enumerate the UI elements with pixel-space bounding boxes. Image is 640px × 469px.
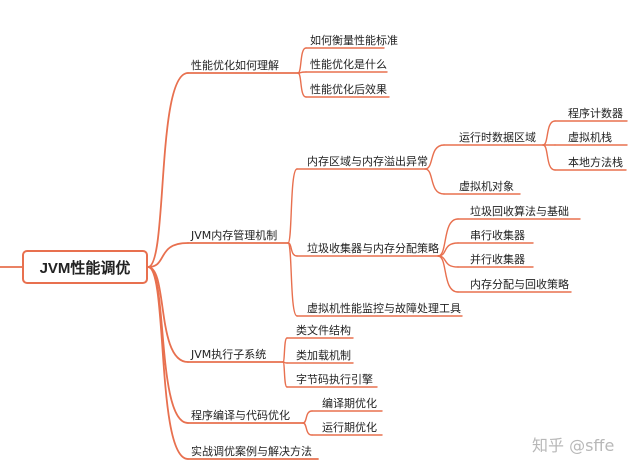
connector-t2-2 [287,242,298,317]
node-runtime-data-area: 运行时数据区域 [459,131,536,144]
connector-t4-0 [302,410,313,424]
connector-runtime-0 [542,120,556,146]
connector-t3-2 [282,361,288,388]
node-vm-objects: 虚拟机对象 [459,180,514,193]
root-node: JVM性能调优 [22,250,148,284]
watermark-text: 知乎 @sffe [532,436,615,455]
node-memory-area-oom: 内存区域与内存溢出异常 [307,155,428,168]
node-compile-time-opt: 编译期优化 [322,397,377,410]
node-what-is-optimization: 性能优化是什么 [310,58,387,71]
connector-runtime-2 [542,144,556,171]
connector-root-t4 [147,266,189,424]
node-bytecode-engine: 字节码执行引擎 [296,373,373,386]
connector-root-t5 [147,266,189,460]
node-optimization-effect: 性能优化后效果 [310,83,387,96]
connector-t3-0 [282,337,288,363]
root-label: JVM性能调优 [39,259,131,277]
connector-root-t1 [147,72,189,268]
node-gc-and-allocation: 垃圾收集器与内存分配策略 [307,242,439,255]
node-vm-stack: 虚拟机栈 [568,131,612,144]
node-class-loading: 类加载机制 [296,349,351,362]
topic-jvm-execution-subsystem: JVM执行子系统 [191,348,267,361]
topic-jvm-memory-management: JVM内存管理机制 [191,229,278,242]
node-class-file-structure: 类文件结构 [296,324,351,337]
connector-t1-2 [297,72,307,98]
node-serial-collector: 串行收集器 [470,229,525,242]
node-allocation-strategy: 内存分配与回收策略 [470,278,569,291]
node-program-counter: 程序计数器 [568,107,623,120]
topic-performance-understanding: 性能优化如何理解 [191,59,279,72]
connector-root-t3 [147,266,189,363]
connector-t4-1 [302,422,313,436]
node-gc-algorithms: 垃圾回收算法与基础 [470,205,569,218]
connector-gc-3 [437,255,459,293]
topic-tuning-cases: 实战调优案例与解决方法 [191,445,312,458]
node-native-method-stack: 本地方法栈 [568,156,623,169]
connector-gc-0 [437,218,459,257]
node-parallel-collector: 并行收集器 [470,253,525,266]
connector-mem-runtime [424,144,445,170]
node-runtime-opt: 运行期优化 [322,421,377,434]
node-vm-monitoring-tools: 虚拟机性能监控与故障处理工具 [307,302,461,315]
topic-compile-optimization: 程序编译与代码优化 [191,409,290,422]
connector-t1-0 [297,47,307,74]
connector-t2-0 [287,168,298,244]
connector-root-t2 [147,242,189,268]
connector-mem-objects [424,168,445,195]
node-measure-performance: 如何衡量性能标准 [310,34,398,47]
